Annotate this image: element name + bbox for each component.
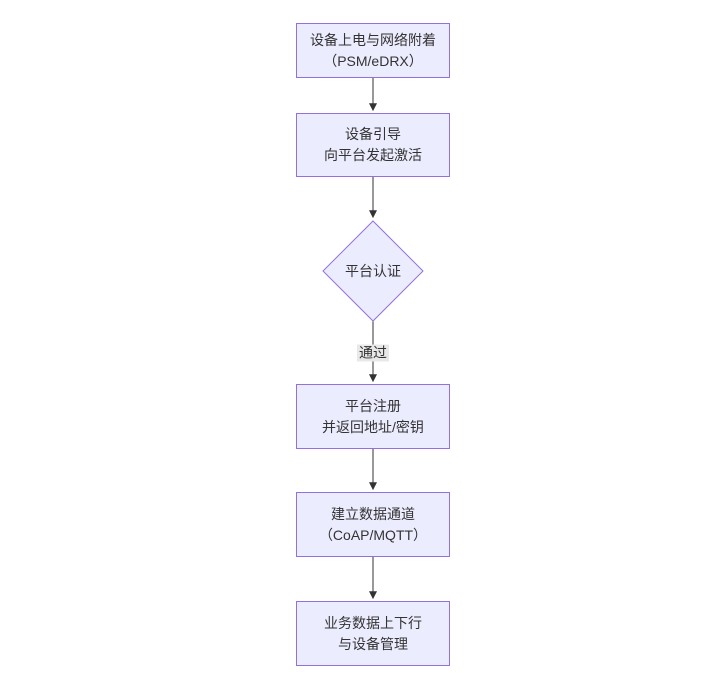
flow-node-line: 建立数据通道 (331, 505, 415, 522)
flow-node-line: 业务数据上下行 (324, 614, 422, 631)
decision-node-auth-label: 平台认证 (345, 263, 401, 279)
flow-node-power-attach: 设备上电与网络附着 （PSM/eDRX） (296, 23, 450, 78)
flow-node-line: 与设备管理 (338, 635, 408, 652)
flow-node-line: （CoAP/MQTT） (318, 526, 428, 543)
edge-label-pass: 通过 (357, 344, 389, 362)
flow-node-line: 设备引导 (345, 126, 401, 142)
flow-node-device-boot: 设备引导 向平台发起激活 (296, 113, 450, 177)
decision-node-auth-shape (322, 220, 424, 322)
flow-node-platform-register: 平台注册 并返回地址/密钥 (296, 384, 450, 449)
flow-node-line: 设备上电与网络附着 (310, 31, 436, 48)
flow-node-line: 平台注册 (345, 397, 401, 414)
flow-node-line: 并返回地址/密钥 (322, 418, 424, 435)
flow-node-service-data: 业务数据上下行 与设备管理 (296, 601, 450, 666)
flow-node-line: （PSM/eDRX） (323, 52, 423, 69)
flow-node-data-channel: 建立数据通道 （CoAP/MQTT） (296, 492, 450, 557)
flow-node-line: 向平台发起激活 (324, 147, 422, 163)
